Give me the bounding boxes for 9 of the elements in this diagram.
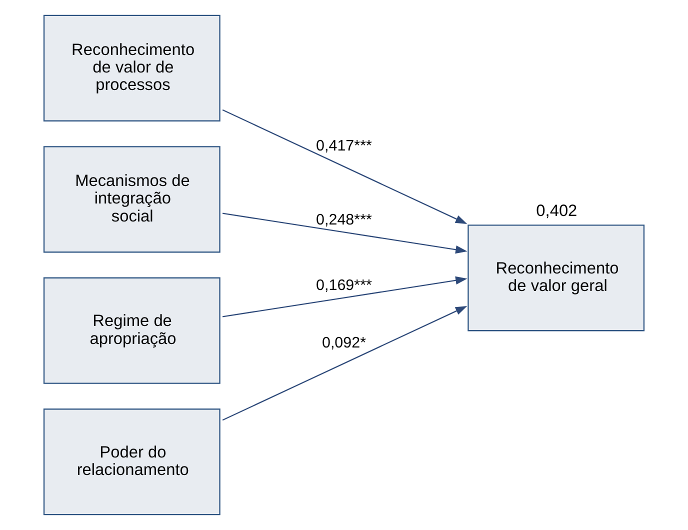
edge-label: 0,169***: [316, 277, 372, 294]
arrow: [222, 306, 468, 421]
node-label: 0,402: [536, 202, 578, 220]
edge-label: 0,092*: [322, 334, 366, 352]
edge-label: 0,417***: [316, 138, 372, 155]
arrow: [222, 212, 468, 254]
arrow: [222, 109, 468, 224]
edge-label: 0,248***: [316, 211, 372, 228]
arrow: [222, 276, 468, 318]
